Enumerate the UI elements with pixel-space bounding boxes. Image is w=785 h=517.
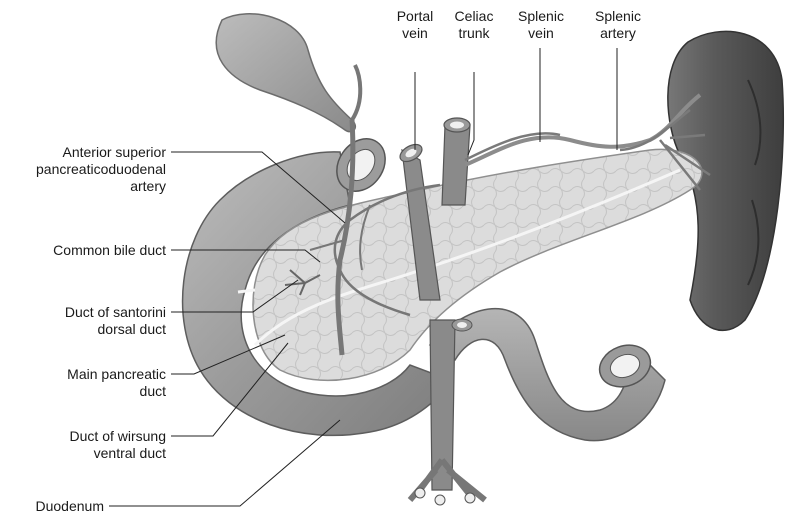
label-celiac-trunk: Celiac trunk — [446, 8, 502, 42]
label-common-bile-duct: Common bile duct — [0, 242, 166, 259]
label-line: dorsal duct — [0, 321, 166, 338]
label-line: Duodenum — [0, 498, 104, 515]
label-line: artery — [0, 178, 166, 195]
label-line: trunk — [446, 25, 502, 42]
label-line: vein — [388, 25, 442, 42]
label-line: Anterior superior — [0, 144, 166, 161]
label-line: Portal — [388, 8, 442, 25]
label-main-pancreatic-duct: Main pancreatic duct — [0, 366, 166, 400]
label-line: Duct of wirsung — [0, 428, 166, 445]
label-line: Common bile duct — [0, 242, 166, 259]
label-line: duct — [0, 383, 166, 400]
label-duct-of-wirsung: Duct of wirsung ventral duct — [0, 428, 166, 462]
label-line: Duct of santorini — [0, 304, 166, 321]
gallbladder — [216, 14, 355, 132]
label-splenic-vein: Splenic vein — [512, 8, 570, 42]
label-line: artery — [588, 25, 648, 42]
label-line: Celiac — [446, 8, 502, 25]
label-splenic-artery: Splenic artery — [588, 8, 648, 42]
label-anterior-superior-pd-artery: Anterior superior pancreaticoduodenal ar… — [0, 144, 166, 195]
label-line: vein — [512, 25, 570, 42]
label-line: pancreaticoduodenal — [0, 161, 166, 178]
label-portal-vein: Portal vein — [388, 8, 442, 42]
label-line: Splenic — [512, 8, 570, 25]
label-duct-of-santorini: Duct of santorini dorsal duct — [0, 304, 166, 338]
label-line: Splenic — [588, 8, 648, 25]
label-line: Main pancreatic — [0, 366, 166, 383]
label-line: ventral duct — [0, 445, 166, 462]
label-duodenum: Duodenum — [0, 498, 104, 515]
